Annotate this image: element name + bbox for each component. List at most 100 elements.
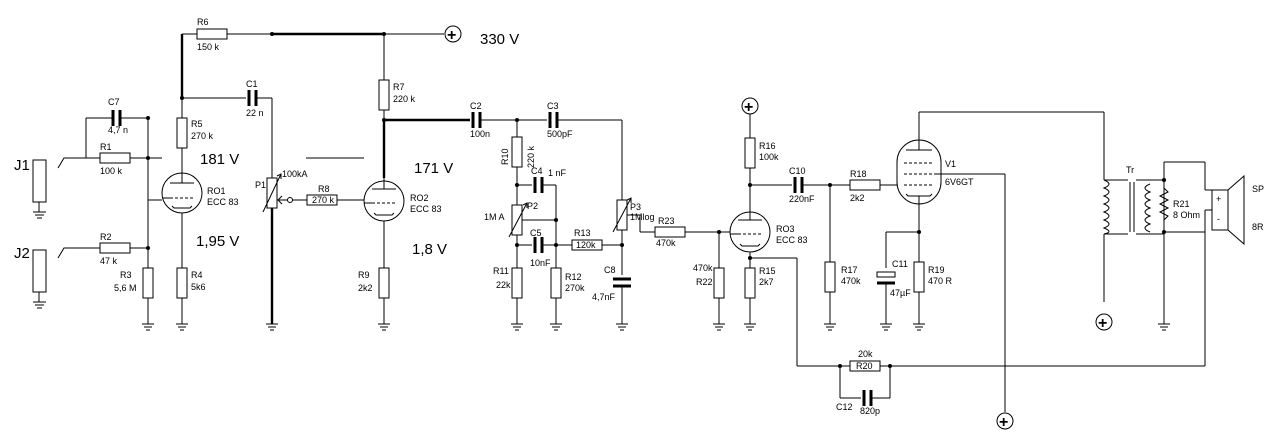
resistor-r5: R5 270 k	[176, 117, 214, 173]
capacitor-c8: C8 4,7nF	[592, 265, 631, 302]
resistor-r15: R15 2k7	[744, 266, 776, 324]
ro1-type: ECC 83	[207, 197, 239, 207]
ro2-cathode-voltage: 1,8 V	[412, 241, 447, 258]
c4-label: C4	[531, 166, 543, 176]
tr-label: Tr	[1126, 165, 1134, 175]
c2-value: 100n	[470, 129, 490, 139]
c5-value: 10nF	[530, 258, 551, 268]
resistor-r22: 470k R22	[693, 263, 725, 324]
r22-value: 470k	[693, 263, 713, 273]
ro1-anode-voltage: 181 V	[200, 151, 239, 168]
r7-value: 220 k	[393, 94, 416, 104]
ground-symbols	[142, 323, 1170, 331]
ground-icon	[880, 323, 892, 331]
potentiometer-p1: P1 100kA	[255, 169, 308, 213]
resistor-r17: R17 470k	[824, 261, 861, 324]
v1-type: 6V6GT	[945, 177, 974, 187]
r23-label: R23	[658, 216, 675, 226]
c7-value: 4,7 n	[108, 125, 128, 135]
r9-value: 2k2	[358, 283, 373, 293]
r10-label: R10	[500, 148, 510, 165]
wire-j1	[57, 157, 100, 169]
sp-label: SP	[1252, 184, 1264, 194]
capacitor-c5: C5 10nF	[530, 228, 551, 268]
resistor-r1: R1 100 k	[99, 142, 131, 176]
resistor-r19: R19 470 R	[913, 261, 953, 324]
c7-label: C7	[108, 97, 120, 107]
r11-value: 22k	[496, 280, 511, 290]
tube-v1: V1 6V6GT	[896, 139, 974, 205]
r4-label: R4	[191, 270, 203, 280]
resistor-r13: R13 120k	[571, 228, 603, 251]
c3-value: 500pF	[547, 129, 573, 139]
r15-label: R15	[759, 266, 776, 276]
ground-icon	[511, 323, 523, 331]
capacitor-c12: C12 820p	[836, 390, 880, 416]
ro2-type: ECC 83	[410, 204, 442, 214]
ot-supply-plus: +	[1098, 315, 1107, 332]
r1-value: 100 k	[100, 166, 123, 176]
c10-value: 220nF	[789, 194, 815, 204]
r23-value: 470k	[656, 238, 676, 248]
capacitor-c7: C7 4,7 n	[108, 97, 128, 135]
c12-label: C12	[836, 402, 853, 412]
resistor-r23: R23 470k	[654, 216, 686, 248]
supply-terminal: + 330 V	[444, 25, 519, 48]
v1-label: V1	[945, 159, 956, 169]
ground-icon	[266, 323, 278, 331]
ro3-supply-plus: +	[744, 99, 753, 116]
resistor-r10: R10 220 k	[500, 136, 536, 168]
supply-voltage: 330 V	[480, 31, 519, 48]
tube-ro1: RO1 ECC 83	[161, 172, 239, 214]
ro1-label: RO1	[207, 186, 226, 196]
sp-impedance: 8R	[1252, 222, 1264, 232]
ground-icon	[142, 323, 154, 331]
ro3-type: ECC 83	[776, 235, 808, 245]
r10-value: 220 k	[526, 145, 536, 168]
r5-label: R5	[191, 119, 203, 129]
r21-label: R21	[1173, 199, 1190, 209]
r2-value: 47 k	[100, 256, 118, 266]
resistor-r9: R9 2k2	[358, 267, 390, 324]
ground-icon	[1158, 323, 1170, 331]
r19-value: 470 R	[928, 276, 953, 286]
r20-label: R20	[856, 361, 873, 371]
r5-value: 270 k	[191, 131, 214, 141]
resistor-r16: R16 100k	[744, 137, 779, 169]
resistor-r18: R18 2k2	[849, 169, 881, 203]
capacitor-c11: C11 47µF	[876, 259, 911, 324]
c4-value: 1 nF	[548, 168, 567, 178]
r9-label: R9	[358, 270, 370, 280]
supply-terminal-ro3: +	[741, 97, 759, 116]
c1-value: 22 n	[246, 108, 264, 118]
c3-label: C3	[547, 101, 559, 111]
r8-label: R8	[318, 184, 330, 194]
c11-label: C11	[892, 259, 908, 269]
r17-value: 470k	[841, 276, 861, 286]
sp-plus: +	[1216, 194, 1221, 204]
ground-icon	[378, 323, 390, 331]
r20-value: 20k	[858, 349, 873, 359]
supply-plus: +	[447, 27, 456, 44]
resistor-r7: R7 220 k	[378, 79, 416, 111]
resistor-r20: 20k R20	[849, 349, 881, 372]
resistor-r4: R4 5k6	[176, 267, 206, 324]
jack-j2: J2	[14, 245, 47, 309]
resistor-r6: R6 150 k	[196, 17, 228, 52]
c2-label: C2	[470, 101, 482, 111]
resistor-r21: R21 8 Ohm	[1158, 180, 1200, 232]
j1-label: J1	[14, 157, 30, 174]
r3-label: R3	[120, 270, 132, 280]
c5-label: C5	[530, 228, 542, 238]
r4-value: 5k6	[191, 282, 206, 292]
c12-value: 820p	[860, 406, 880, 416]
p1-value: 100kA	[282, 169, 308, 179]
p1-label: P1	[255, 180, 266, 190]
potentiometer-p2: P2 1M A	[484, 201, 538, 238]
r18-value: 2k2	[850, 193, 865, 203]
r17-label: R17	[841, 265, 858, 275]
capacitor-c4: C4 1 nF	[531, 166, 567, 193]
r13-value: 120k	[576, 240, 596, 250]
